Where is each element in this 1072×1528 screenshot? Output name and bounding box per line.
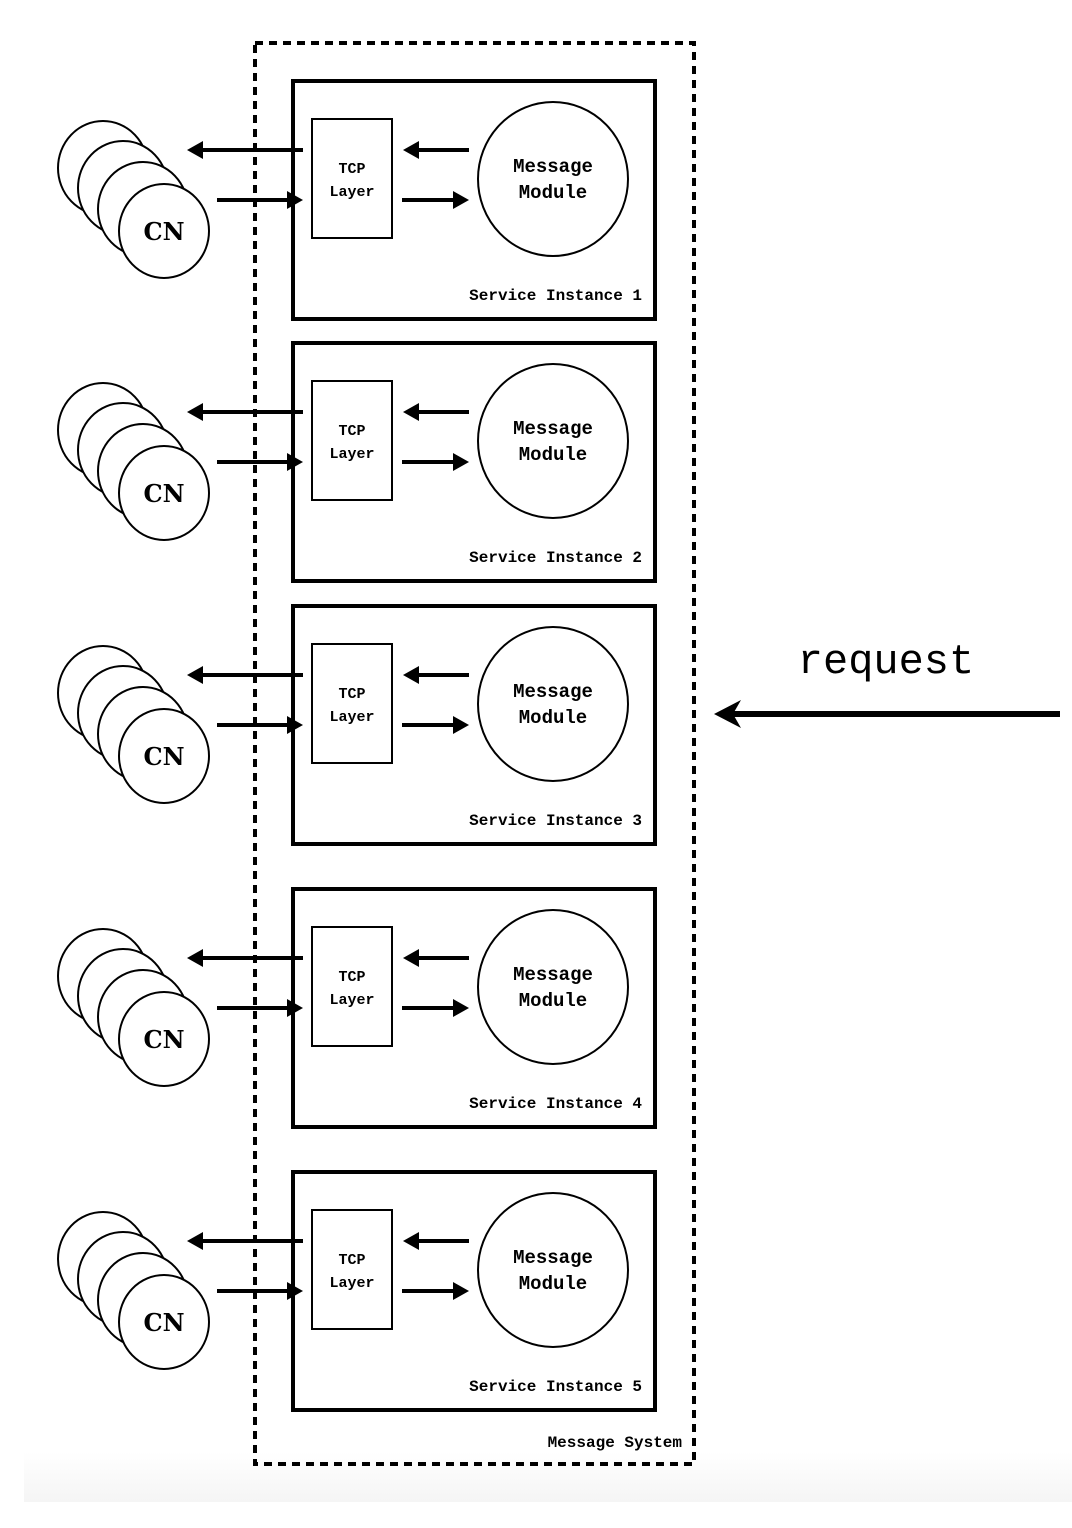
client-node-circle [118,445,210,541]
module-to-tcp-arrow-head-icon [403,949,419,967]
tcp-layer-box [311,643,393,764]
message-module-label-line2: Module [519,1273,587,1295]
tcp-to-module-arrow-head-icon [453,453,469,471]
tcp-to-module-arrow-head-icon [453,716,469,734]
tcp-to-client-arrow-head-icon [187,403,203,421]
tcp-to-client-arrow-head-icon [187,949,203,967]
request-label: request [798,638,974,686]
client-to-tcp-arrow-head-icon [287,999,303,1017]
module-to-tcp-arrow-head-icon [403,1232,419,1250]
tcp-to-module-arrow-head-icon [453,1282,469,1300]
message-module-circle [477,1192,629,1348]
tcp-layer-box [311,1209,393,1330]
client-node-stack: CN [57,120,210,279]
message-module-label-line2: Module [519,182,587,204]
tcp-layer-label-line1: TCP [338,686,365,703]
message-module-label-line1: Message [513,1247,593,1269]
tcp-layer-box [311,926,393,1047]
tcp-layer-label-line2: Layer [329,992,374,1009]
client-to-tcp-arrow-head-icon [287,1282,303,1300]
service-instance-label: Service Instance 2 [469,549,642,567]
tcp-to-module-arrow-head-icon [453,999,469,1017]
client-node-stack: CN [57,382,210,541]
message-module-label-line2: Module [519,990,587,1012]
client-node-circle [118,991,210,1087]
tcp-layer-box [311,380,393,501]
request-arrow [714,700,1060,728]
tcp-layer-label-line2: Layer [329,446,374,463]
message-module-label-line1: Message [513,681,593,703]
client-node-circle [118,708,210,804]
service-instance-label: Service Instance 5 [469,1378,642,1396]
service-instance-label: Service Instance 3 [469,812,642,830]
tcp-layer-label-line1: TCP [338,423,365,440]
message-system-label: Message System [548,1434,683,1452]
request-arrowhead-icon [714,700,741,728]
tcp-layer-label-line2: Layer [329,1275,374,1292]
message-module-label-line1: Message [513,418,593,440]
tcp-layer-label-line1: TCP [338,969,365,986]
client-node-label: CN [143,217,184,246]
client-to-tcp-arrow-head-icon [287,191,303,209]
client-node-stack: CN [57,928,210,1087]
tcp-to-client-arrow-head-icon [187,666,203,684]
message-module-label-line2: Module [519,444,587,466]
service-instance-label: Service Instance 4 [469,1095,642,1113]
client-node-circle [118,1274,210,1370]
message-system-boundary [253,41,696,1466]
tcp-to-client-arrow-head-icon [187,1232,203,1250]
footer-band [24,1452,1072,1502]
service-instance-label: Service Instance 1 [469,287,642,305]
tcp-layer-label-line1: TCP [338,161,365,178]
client-node-stack: CN [57,645,210,804]
message-module-circle [477,363,629,519]
module-to-tcp-arrow-head-icon [403,666,419,684]
client-node-label: CN [143,1025,184,1054]
message-module-label-line2: Module [519,707,587,729]
tcp-layer-label-line2: Layer [329,709,374,726]
tcp-to-module-arrow-head-icon [453,191,469,209]
tcp-layer-label-line1: TCP [338,1252,365,1269]
message-module-circle [477,909,629,1065]
client-node-label: CN [143,1308,184,1337]
tcp-layer-box [311,118,393,239]
tcp-layer-label-line2: Layer [329,184,374,201]
client-to-tcp-arrow-head-icon [287,453,303,471]
module-to-tcp-arrow-head-icon [403,141,419,159]
client-node-stack: CN [57,1211,210,1370]
client-node-circle [118,183,210,279]
client-to-tcp-arrow-head-icon [287,716,303,734]
client-node-label: CN [143,479,184,508]
client-node-label: CN [143,742,184,771]
message-module-label-line1: Message [513,964,593,986]
module-to-tcp-arrow-head-icon [403,403,419,421]
message-module-label-line1: Message [513,156,593,178]
tcp-to-client-arrow-head-icon [187,141,203,159]
message-module-circle [477,101,629,257]
message-module-circle [477,626,629,782]
